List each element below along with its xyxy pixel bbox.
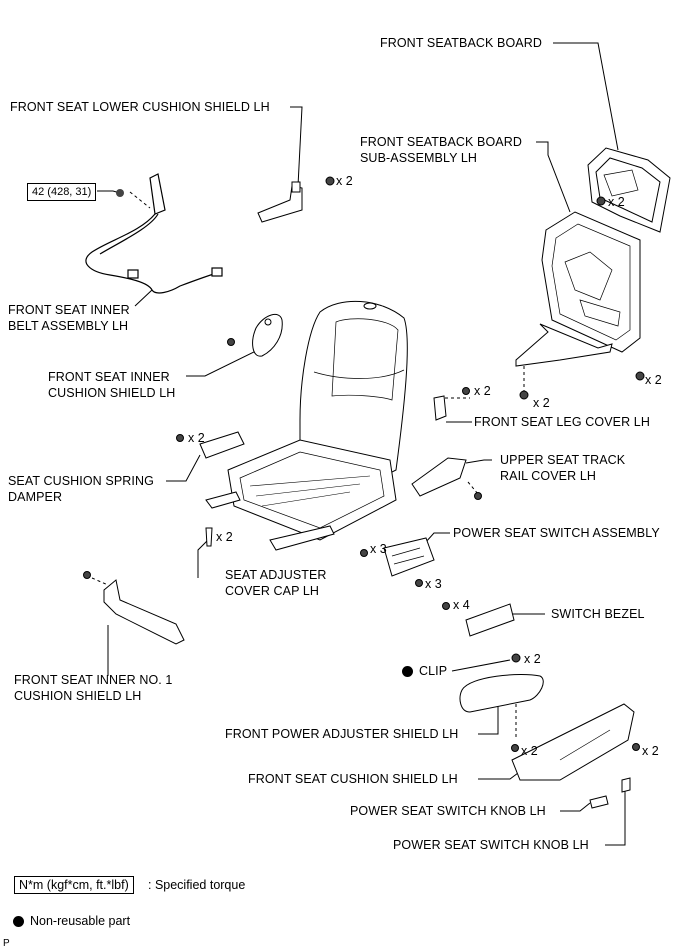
- qty-lower-shield: x 2: [336, 174, 353, 188]
- label-front-seatback-board: FRONT SEATBACK BOARD: [380, 36, 542, 50]
- front-seat-inner-cushion-shield-part: [227, 313, 283, 357]
- leader-seatback-board: [553, 42, 619, 151]
- qty-switch-right: x 3: [425, 577, 442, 591]
- legend-torque-desc: : Specified torque: [148, 878, 246, 892]
- label-front-seat-inner-no1-line1: FRONT SEAT INNER NO. 1: [14, 673, 173, 687]
- leader-switch-assy: [424, 532, 450, 544]
- label-upper-seat-track-line1: UPPER SEAT TRACK: [500, 453, 626, 467]
- qty-spring-damper: x 2: [188, 431, 205, 445]
- label-upper-seat-track-line2: RAIL COVER LH: [500, 469, 597, 483]
- label-front-seat-inner-cushion-shield-line2: CUSHION SHIELD LH: [48, 386, 176, 400]
- label-front-seat-leg-cover-lh: FRONT SEAT LEG COVER LH: [474, 415, 650, 429]
- label-seat-cushion-spring-damper-line2: DAMPER: [8, 490, 63, 504]
- front-power-adjuster-shield-part: [459, 674, 544, 752]
- qty-board: x 2: [608, 195, 625, 209]
- label-power-seat-switch-knob-lh-a: POWER SEAT SWITCH KNOB LH: [350, 804, 546, 818]
- leader-rail-cover: [465, 459, 492, 464]
- label-seat-cushion-spring-damper-line1: SEAT CUSHION SPRING: [8, 474, 154, 488]
- label-front-power-adjuster-shield-lh: FRONT POWER ADJUSTER SHIELD LH: [225, 727, 459, 741]
- label-front-seatback-board-sub-line1: FRONT SEATBACK BOARD: [360, 135, 522, 149]
- torque-spec-box: 42 (428, 31): [27, 183, 97, 201]
- front-seat-inner-no1-cushion-shield-part: [83, 571, 185, 645]
- leader-knob-b: [605, 790, 626, 846]
- front-seat-part: [205, 300, 408, 551]
- legend-non-reusable-text: Non-reusable part: [30, 914, 131, 928]
- page-code: P: [3, 938, 10, 949]
- qty-bezel: x 4: [453, 598, 470, 612]
- legend-torque-unit: N*m (kgf*cm, ft.*lbf): [14, 876, 134, 894]
- label-front-seatback-board-sub-line2: SUB-ASSEMBLY LH: [360, 151, 478, 165]
- front-seatback-board-sub-assembly-part: [515, 211, 645, 400]
- leader-cushion-shield: [478, 769, 523, 780]
- label-seat-adjuster-cover-cap-line1: SEAT ADJUSTER: [225, 568, 327, 582]
- label-front-seat-inner-belt-line2: BELT ASSEMBLY LH: [8, 319, 129, 333]
- front-seat-inner-belt-assembly-part: [85, 173, 223, 294]
- qty-sub-assy-right: x 2: [645, 373, 662, 387]
- legend-non-reusable-dot: [13, 916, 24, 927]
- label-switch-bezel: SWITCH BEZEL: [551, 607, 645, 621]
- leader-adjuster-cap: [197, 539, 209, 578]
- qty-switch-left: x 3: [370, 542, 387, 556]
- label-clip: CLIP: [419, 664, 448, 678]
- upper-seat-track-rail-cover-part: [411, 457, 482, 500]
- non-reusable-dot-clip: [402, 666, 413, 677]
- label-seat-adjuster-cover-cap-line2: COVER CAP LH: [225, 584, 320, 598]
- qty-leg-cover: x 2: [474, 384, 491, 398]
- leader-belt: [134, 289, 153, 307]
- front-seat-lower-cushion-shield-part: [257, 176, 335, 223]
- switch-bezel-part: [442, 602, 515, 637]
- label-power-seat-switch-assembly: POWER SEAT SWITCH ASSEMBLY: [453, 526, 660, 540]
- label-front-seat-cushion-shield-lh: FRONT SEAT CUSHION SHIELD LH: [248, 772, 458, 786]
- qty-sub-assy-bottom: x 2: [533, 396, 550, 410]
- label-power-seat-switch-knob-lh-b: POWER SEAT SWITCH KNOB LH: [393, 838, 589, 852]
- qty-clip: x 2: [524, 652, 541, 666]
- power-seat-switch-knob-parts: [589, 777, 631, 809]
- clip-part: [511, 653, 521, 663]
- leader-sub-assembly: [536, 141, 571, 213]
- qty-cushion-shield-right: x 2: [642, 744, 659, 758]
- seat-cushion-spring-damper-part: [176, 431, 245, 459]
- qty-adjuster-shield: x 2: [521, 744, 538, 758]
- power-seat-switch-assembly-part: [360, 537, 435, 587]
- front-seat-leg-cover-part: [433, 387, 470, 421]
- leader-clip: [451, 659, 511, 672]
- leader-adjuster-shield: [478, 706, 499, 735]
- label-front-seat-inner-belt-line1: FRONT SEAT INNER: [8, 303, 130, 317]
- leader-knob-a: [560, 802, 591, 812]
- seat-adjuster-cover-cap-part: [205, 527, 213, 547]
- label-front-seat-lower-cushion-shield-lh: FRONT SEAT LOWER CUSHION SHIELD LH: [10, 100, 270, 114]
- label-front-seat-inner-cushion-shield-line1: FRONT SEAT INNER: [48, 370, 170, 384]
- leader-spring-damper: [166, 454, 201, 482]
- qty-adjuster-cap: x 2: [216, 530, 233, 544]
- leader-inner-cushion-shield: [186, 349, 259, 377]
- label-front-seat-inner-no1-line2: CUSHION SHIELD LH: [14, 689, 142, 703]
- front-seatback-board-part: [587, 147, 671, 233]
- leader-lower-cushion-shield: [290, 106, 303, 187]
- front-seat-cushion-shield-part: [511, 703, 640, 781]
